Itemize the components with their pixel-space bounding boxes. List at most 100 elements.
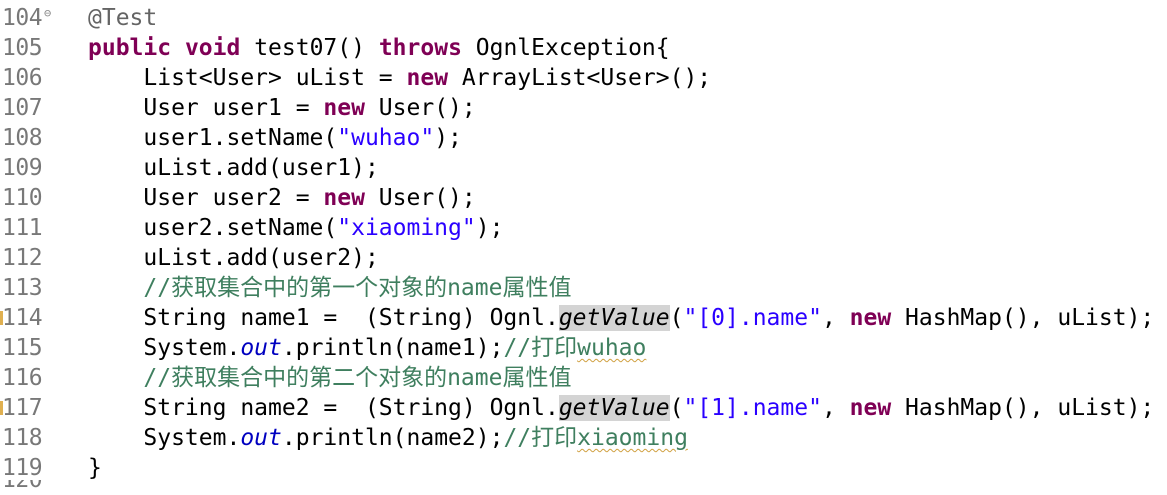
line-number: 120 [2, 480, 43, 493]
code-token: ( [669, 305, 684, 331]
code-token: getValue [558, 305, 670, 331]
code-line[interactable]: 110 User user2 = new User(); [0, 183, 1167, 213]
code-text: //获取集合中的第二个对象的name属性值 [88, 363, 571, 393]
code-line[interactable]: 112 uList.add(user2); [0, 243, 1167, 273]
code-token: out [240, 335, 282, 361]
code-token: new [406, 65, 449, 91]
code-token: new [849, 305, 892, 331]
code-token: , [821, 395, 850, 421]
code-line[interactable]: 114 String name1 = (String) Ognl.getValu… [0, 303, 1167, 333]
code-token: xiaoming [577, 425, 688, 451]
code-token: String name2 = (String) Ognl. [88, 395, 559, 421]
code-text: } [88, 453, 102, 483]
code-token: "xiaoming" [337, 215, 476, 241]
code-line[interactable]: 104⊖ @Test [0, 3, 1167, 33]
code-token: user2.setName( [88, 215, 338, 241]
code-token: ArrayList<User>(); [448, 65, 712, 91]
warning-marker-icon[interactable] [0, 311, 3, 325]
code-token: User(); [364, 95, 476, 121]
code-token: //打印 [503, 335, 578, 361]
code-token [88, 275, 143, 301]
code-token: uList.add(user1); [88, 155, 379, 181]
code-line[interactable]: 116 //获取集合中的第二个对象的name属性值 [0, 363, 1167, 393]
line-number: 105 [2, 35, 43, 61]
code-token: //打印 [503, 425, 578, 451]
code-line[interactable]: 105 public void test07() throws OgnlExcep… [0, 33, 1167, 63]
code-text: uList.add(user2); [88, 243, 379, 273]
code-token: user1.setName( [88, 125, 338, 151]
code-text: User user1 = new User(); [88, 93, 476, 123]
code-token: , [821, 305, 850, 331]
warning-marker-icon[interactable] [0, 401, 3, 415]
line-number: 111 [2, 215, 43, 241]
code-text: uList.add(user1); [88, 153, 379, 183]
code-token [88, 365, 143, 391]
code-line[interactable]: 107 User user1 = new User(); [0, 93, 1167, 123]
code-line[interactable]: 113 //获取集合中的第一个对象的name属性值 [0, 273, 1167, 303]
code-line[interactable]: 117 String name2 = (String) Ognl.getValu… [0, 393, 1167, 423]
line-number: 107 [2, 95, 43, 121]
code-line[interactable]: 119} [0, 453, 1167, 483]
partial-line-number: 120 [0, 480, 62, 495]
code-text: String name1 = (String) Ognl.getValue("[… [88, 303, 1154, 333]
line-number: 113 [2, 275, 43, 301]
code-token: new [323, 95, 365, 121]
line-number: 109 [2, 155, 43, 181]
code-token: User user1 = [88, 95, 324, 121]
line-number: 119 [2, 455, 43, 481]
code-token: new [849, 395, 892, 421]
code-token: ( [669, 395, 684, 421]
code-text: //获取集合中的第一个对象的name属性值 [88, 273, 571, 303]
code-token: "[1].name" [683, 395, 822, 421]
code-token: getValue [558, 395, 670, 421]
line-number: 112 [2, 245, 43, 271]
code-token: OgnlException{ [461, 35, 670, 61]
code-text: System.out.println(name1);//打印wuhao [88, 333, 646, 363]
line-number: 108 [2, 125, 43, 151]
code-token: uList.add(user2); [88, 245, 379, 271]
line-number: 110 [2, 185, 43, 211]
code-text: user2.setName("xiaoming"); [88, 213, 503, 243]
code-token: String name1 = (String) Ognl. [88, 305, 559, 331]
line-number-gutter [0, 0, 62, 495]
line-number: 104 [2, 5, 43, 31]
code-text: @Test [88, 3, 157, 33]
code-line[interactable]: 118 System.out.println(name2);//打印xiaomi… [0, 423, 1167, 453]
code-token: System. [88, 425, 241, 451]
code-line[interactable]: 109 uList.add(user1); [0, 153, 1167, 183]
code-text: user1.setName("wuhao"); [88, 123, 462, 153]
code-token: "wuhao" [337, 125, 435, 151]
code-token: ); [434, 125, 462, 151]
line-number: 114 [2, 305, 43, 331]
code-token: HashMap(), uList); [891, 305, 1155, 331]
code-token: void [184, 35, 241, 61]
code-token: //获取集合中的第二个对象的name属性值 [143, 365, 572, 391]
code-text: public void test07() throws OgnlExceptio… [88, 33, 670, 63]
line-number: 106 [2, 65, 43, 91]
code-token: new [323, 185, 365, 211]
code-line[interactable]: 106 List<User> uList = new ArrayList<Use… [0, 63, 1167, 93]
code-token: out [240, 425, 282, 451]
code-token: List<User> uList = [88, 65, 407, 91]
code-token: @Test [88, 5, 158, 31]
code-text: List<User> uList = new ArrayList<User>()… [88, 63, 711, 93]
code-line[interactable]: 108 user1.setName("wuhao"); [0, 123, 1167, 153]
code-token: throws [378, 35, 462, 61]
code-token: User(); [364, 185, 476, 211]
code-text: User user2 = new User(); [88, 183, 476, 213]
fold-toggle-icon[interactable]: ⊖ [44, 6, 52, 20]
code-line[interactable]: 111 user2.setName("xiaoming"); [0, 213, 1167, 243]
line-number: 117 [2, 395, 43, 421]
code-token: User user2 = [88, 185, 324, 211]
line-number: 118 [2, 425, 43, 451]
code-token: .println(name1); [281, 335, 504, 361]
code-token: //获取集合中的第一个对象的name属性值 [143, 275, 572, 301]
code-line[interactable]: 115 System.out.println(name1);//打印wuhao [0, 333, 1167, 363]
code-text: System.out.println(name2);//打印xiaoming [88, 423, 688, 453]
code-token: System. [88, 335, 241, 361]
code-text: String name2 = (String) Ognl.getValue("[… [88, 393, 1154, 423]
code-token: HashMap(), uList); [891, 395, 1155, 421]
code-token: "[0].name" [683, 305, 822, 331]
code-token [171, 35, 185, 61]
